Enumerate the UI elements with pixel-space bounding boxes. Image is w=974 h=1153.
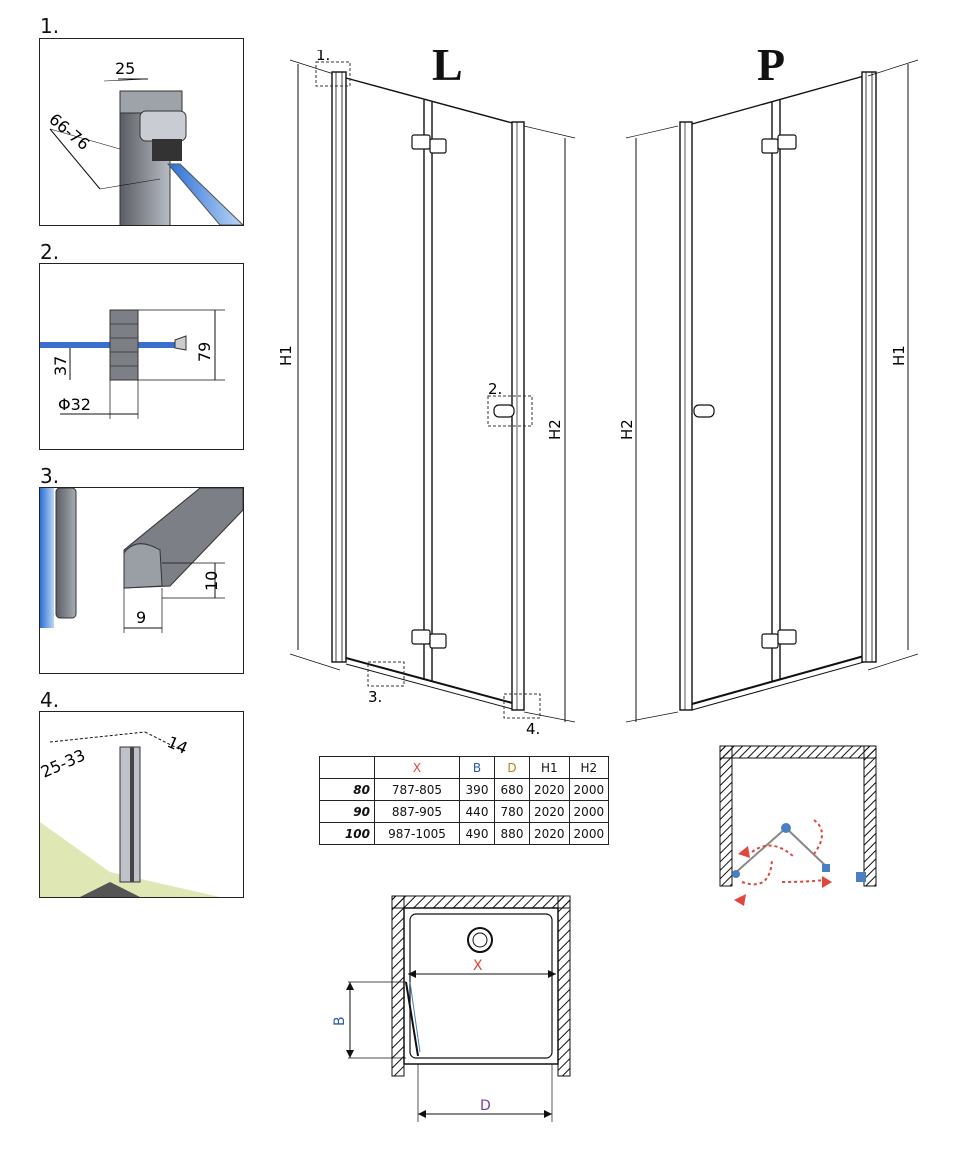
dim-diameter: Φ32: [58, 395, 91, 414]
dim-h2-left: H2: [546, 419, 564, 440]
top-profile-drawing: 25 66-76: [45, 59, 243, 225]
panel-3-number: 3.: [40, 464, 60, 488]
view-label-right: P: [757, 39, 786, 90]
table-cell: 2020: [529, 778, 570, 801]
dim-width: 25: [115, 59, 135, 78]
plan-label-x: X: [473, 958, 483, 974]
handle-drawing: 79 37 Φ32: [40, 309, 225, 419]
dim-depth: 14: [164, 732, 190, 758]
table-cell: 680: [494, 778, 530, 801]
table-cell: 2000: [568, 778, 610, 801]
table-header-row: X B D H1 H2: [319, 756, 610, 779]
table-cell: 2020: [529, 822, 570, 845]
elevation-views: H1 1. 2. 3. 4. H2: [277, 50, 919, 738]
table-header-x: X: [374, 756, 460, 779]
table-cell: 787-805: [374, 778, 460, 801]
table-cell: 2020: [529, 800, 570, 823]
table-cell: 987-1005: [374, 822, 460, 845]
table-cell: 100: [319, 822, 375, 845]
dim-width: 9: [136, 608, 146, 627]
table-cell: 880: [494, 822, 530, 845]
table-row: 90 887-905 440 780 2020 2000: [319, 800, 610, 823]
dimension-table: X B D H1 H2 80 787-805 390 680 2020 2000…: [319, 756, 610, 845]
table-cell: 780: [494, 800, 530, 823]
table-cell: 2000: [568, 800, 610, 823]
panel-1-number: 1.: [40, 14, 60, 38]
dim-height: 10: [202, 571, 221, 591]
wall-profile-drawing: 25-33 14: [40, 731, 220, 897]
callout-4: 4.: [526, 720, 540, 738]
detail-panel-handle: 79 37 Φ32: [39, 263, 244, 450]
table-cell: 490: [459, 822, 495, 845]
detail-panel-seal: 10 9: [39, 487, 244, 674]
dim-h2-right: H2: [618, 419, 636, 440]
detail-panel-top-profile: 25 66-76: [39, 38, 244, 226]
callout-2: 2.: [488, 380, 502, 398]
table-header-b: B: [459, 756, 495, 779]
seal-drawing: 10 9: [40, 488, 243, 633]
left-elevation: H1 1. 2. 3. 4. H2: [277, 50, 576, 738]
table-cell: 2000: [568, 822, 610, 845]
table-cell: 80: [319, 778, 375, 801]
table-row: 100 987-1005 490 880 2020 2000: [319, 822, 610, 845]
table-cell: 390: [459, 778, 495, 801]
view-label-left: L: [432, 39, 463, 90]
table-cell: 440: [459, 800, 495, 823]
dim-range: 25-33: [40, 745, 88, 781]
dim-h1-left: H1: [277, 345, 295, 366]
plan-label-b: B: [332, 1016, 348, 1026]
table-row: 80 787-805 390 680 2020 2000: [319, 778, 610, 801]
panel-2-number: 2.: [40, 240, 60, 264]
dim-height: 79: [195, 342, 214, 362]
floor-plan: X B D: [332, 895, 571, 1122]
dim-h1-right: H1: [890, 345, 908, 366]
right-elevation: H2 H1: [618, 59, 919, 723]
callout-3: 3.: [368, 688, 382, 706]
table-cell: 90: [319, 800, 375, 823]
callout-1: 1.: [316, 50, 330, 64]
opening-diagram: [719, 745, 877, 906]
table-header-h1: H1: [529, 756, 570, 779]
table-header-h2: H2: [568, 756, 610, 779]
dim-offset: 37: [51, 356, 70, 376]
detail-panel-wall-profile: 25-33 14: [39, 711, 244, 898]
table-header-blank: [319, 756, 375, 779]
table-cell: 887-905: [374, 800, 460, 823]
plan-label-d: D: [480, 1098, 491, 1114]
table-header-d: D: [494, 756, 530, 779]
panel-4-number: 4.: [40, 688, 60, 712]
